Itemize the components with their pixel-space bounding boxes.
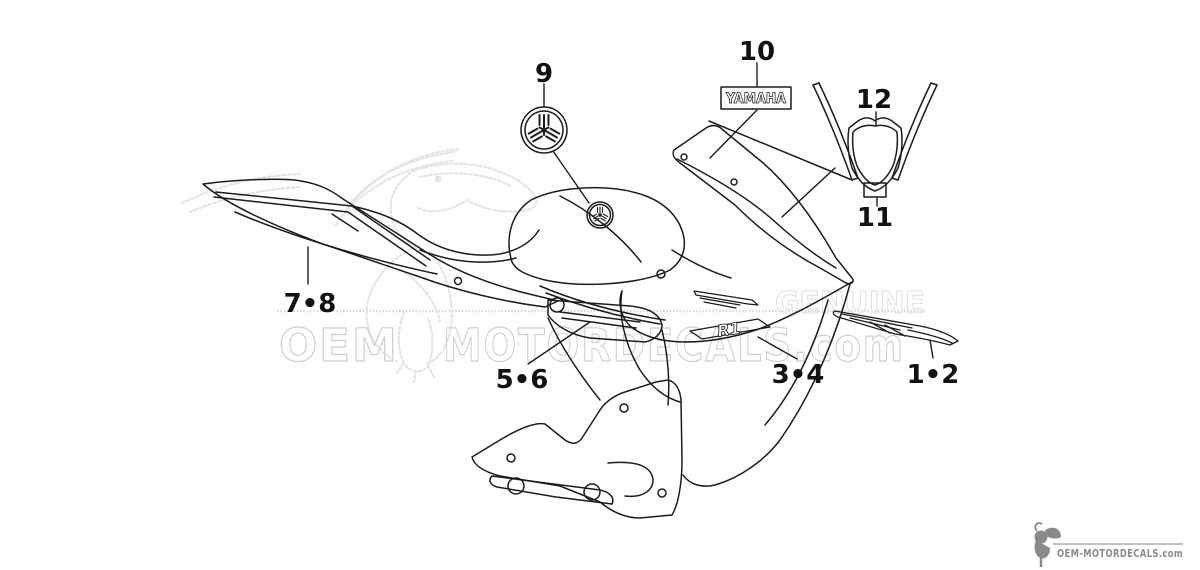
yamaha-wordmark-decal bbox=[720, 86, 792, 110]
belly-pan-drawing bbox=[471, 379, 683, 519]
callout-leader-lines bbox=[307, 62, 934, 365]
callout-label-7-8: 7•8 bbox=[284, 289, 337, 319]
footer-site-text: OEM-MOTORDECALS.com bbox=[1057, 547, 1183, 560]
callout-label-11: 11 bbox=[857, 203, 893, 233]
watermark-oem-text: OEM bbox=[279, 319, 399, 372]
fairing-stripe-graphics bbox=[693, 290, 759, 309]
lower-stripe-decal bbox=[832, 310, 959, 346]
callout-label-9: 9 bbox=[535, 59, 553, 89]
tail-cowl-drawing bbox=[202, 178, 559, 308]
yamaha-tuning-fork-emblem-icon bbox=[520, 106, 568, 154]
footer-logo: OEM-MOTORDECALS.com bbox=[1034, 522, 1183, 567]
r1-wordmark-text: R1 bbox=[716, 318, 742, 340]
upper-cowl-drawing bbox=[656, 124, 854, 285]
callout-label-3-4: 3•4 bbox=[772, 360, 825, 390]
watermark-motordecals-text: MOTORDECALS.com bbox=[443, 319, 905, 372]
tank-tuning-fork-emblem-icon bbox=[586, 201, 614, 229]
windscreen-trim-drawing bbox=[708, 82, 938, 218]
callout-label-1-2: 1•2 bbox=[907, 360, 960, 390]
mid-panel-drawing bbox=[547, 297, 670, 406]
callout-label-10: 10 bbox=[739, 37, 775, 67]
callout-label-12: 12 bbox=[856, 85, 892, 115]
watermark-brand-text: OEM MOTORDECALS.com bbox=[278, 318, 905, 372]
callout-label-5-6: 5•6 bbox=[496, 365, 549, 395]
callout-labels: 9 10 12 11 7•8 5•6 3•4 1•2 bbox=[284, 37, 960, 395]
r1-logo-decal bbox=[689, 318, 771, 340]
toucan-watermark-icon bbox=[180, 147, 538, 384]
yamaha-wordmark-text: YAMAHA bbox=[725, 91, 786, 107]
footer-toucan-logo-icon bbox=[1034, 522, 1061, 567]
